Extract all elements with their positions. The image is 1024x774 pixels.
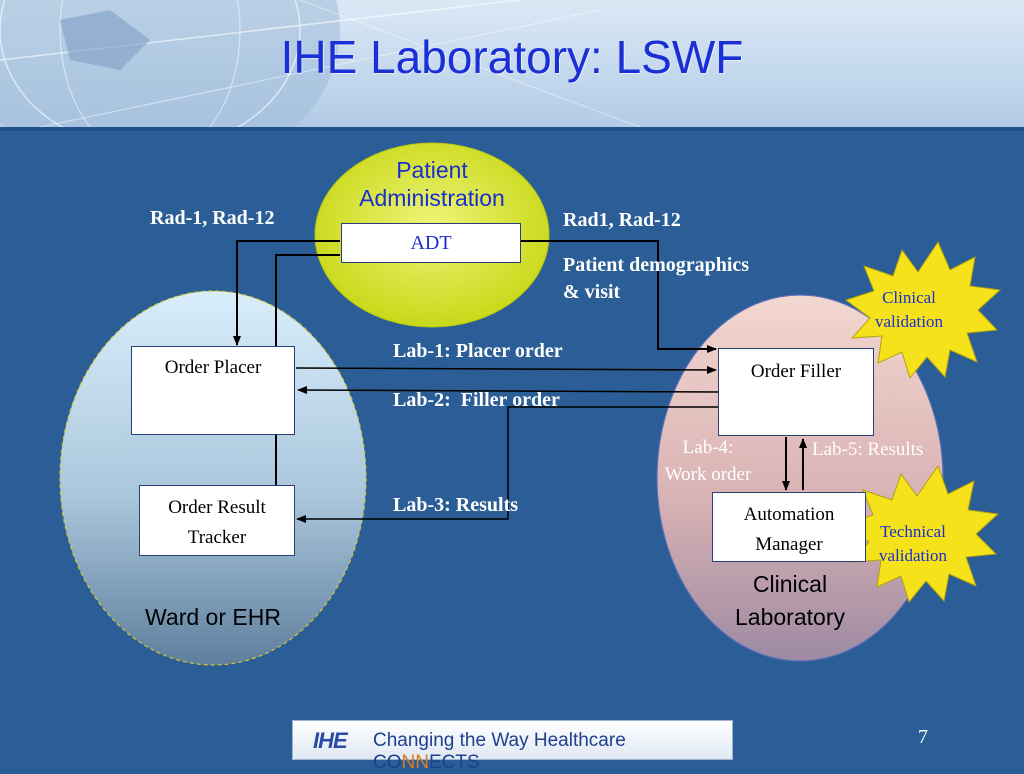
patient-admin-label: Patient Administration xyxy=(359,157,505,211)
order-placer-box: Order Placer xyxy=(131,346,295,435)
lab3-arrow xyxy=(296,406,719,523)
footer-banner: IHE Changing the Way Healthcare CONNECTS xyxy=(292,720,733,773)
order-result-tracker-box: Order Result Tracker xyxy=(139,485,295,556)
adt-box: ADT xyxy=(341,223,521,263)
footer-ects: ECTS xyxy=(428,752,480,773)
page-title: IHE Laboratory: LSWF xyxy=(280,31,744,83)
footer-tagline: Changing the Way Healthcare CONNECTS xyxy=(373,730,732,774)
footer-co: CO xyxy=(373,752,402,773)
patient-demographics-label: Patient demographics & visit xyxy=(563,254,750,303)
clinical-lab-label: Clinical Laboratory xyxy=(735,571,845,630)
lab1-arrow xyxy=(295,365,717,374)
rad-right-label: Rad1, Rad-12 xyxy=(563,209,681,231)
header-band: IHE Laboratory: LSWF xyxy=(0,0,1024,127)
clinical-validation-text: Clinical validation xyxy=(875,288,943,331)
ward-label: Ward or EHR xyxy=(145,604,281,630)
lab5-label: Lab-5: Results xyxy=(812,439,924,460)
lab2-arrow xyxy=(297,386,720,395)
technical-validation-badge xyxy=(843,464,1000,604)
technical-validation-text: Technical validation xyxy=(879,522,947,565)
lab4-label: Lab-4: Work order xyxy=(664,437,752,485)
lab1-label: Lab-1: Placer order xyxy=(393,340,563,362)
lab2-label: Lab-2: Filler order xyxy=(393,389,560,411)
clinical-validation-badge xyxy=(844,240,1002,380)
header-rule xyxy=(0,127,1024,131)
automation-manager-box: Automation Manager xyxy=(712,492,866,562)
footer-nn: NN xyxy=(401,752,429,773)
ihe-logo: IHE xyxy=(313,728,348,753)
adt-to-filler-line xyxy=(521,240,717,353)
footer-tagline-start: Changing the Way Healthcare xyxy=(373,730,626,751)
lab3-label: Lab-3: Results xyxy=(393,494,519,516)
rad-left-label: Rad-1, Rad-12 xyxy=(150,207,275,229)
page-number: 7 xyxy=(918,726,928,748)
adt-to-placer-line xyxy=(233,240,340,346)
globe-graphic xyxy=(0,0,641,127)
order-filler-box: Order Filler xyxy=(718,348,874,436)
